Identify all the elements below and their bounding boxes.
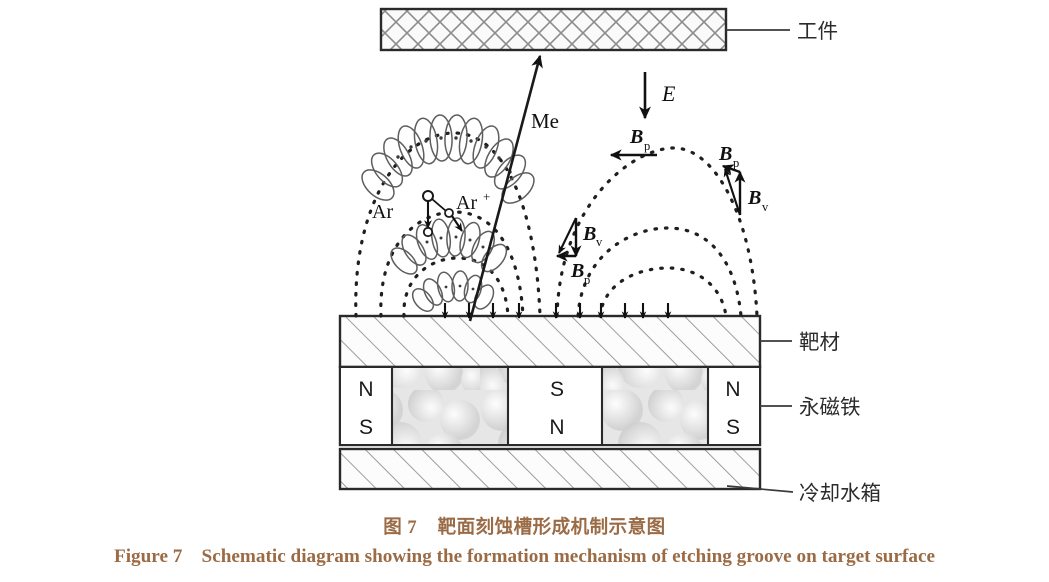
vector-bp-right-symbol: B (718, 143, 732, 165)
figure-caption: 图 7 靶面刻蚀槽形成机制示意图 Figure 7 Schematic diag… (0, 515, 1049, 570)
electron-helix-middle (390, 217, 508, 275)
callout-cooling: 冷却水箱 (726, 482, 881, 505)
argon-link-segment (431, 198, 447, 212)
vector-bv-left-subscript: v (596, 235, 603, 249)
vector-resultant-right-arrow (723, 168, 741, 216)
field-line-inner (598, 266, 728, 318)
workpiece-layer (379, 7, 728, 52)
field-line-left-middle (379, 210, 525, 318)
vector-bp-top: B p (609, 126, 657, 161)
electron-helix-inner (411, 270, 495, 312)
field-lines-left (354, 131, 542, 318)
target-slab (338, 314, 762, 369)
argon-ion-arrow (451, 215, 463, 232)
magnet-cell-texture-2 (602, 368, 708, 444)
magnet-pole-left-top: N (358, 378, 373, 401)
vector-bp-left-subscript: p (584, 273, 590, 287)
callout-target: 靶材 (760, 331, 840, 354)
magnet-pole-right-top: N (725, 378, 740, 401)
magnet-pole-center-top: S (550, 378, 564, 401)
electron-helix-outer (361, 114, 535, 204)
callout-workpiece: 工件 (726, 20, 838, 43)
electric-field-label: E (661, 81, 676, 106)
vector-cluster-left: B v B p (555, 217, 603, 287)
argon-neutral-endpoint (422, 226, 434, 238)
field-line-left-outer (354, 131, 542, 318)
argon-ion-particle (444, 208, 454, 218)
magnet-cell-pole-right (708, 368, 759, 444)
magnet-pole-right-bottom: S (726, 416, 740, 439)
figure-caption-chinese: 图 7 靶面刻蚀槽形成机制示意图 (383, 518, 666, 538)
argon-collision-group: Ar Ar + (372, 189, 490, 238)
vector-resultant-left-arrow (558, 217, 577, 254)
ion-bombardment-arrows (441, 303, 672, 319)
vector-bv-right-subscript: v (762, 200, 769, 214)
callout-leader-cooling (726, 485, 794, 493)
field-line-middle (576, 226, 743, 318)
argon-neutral-label: Ar (372, 201, 393, 223)
argon-neutral-particle (422, 190, 434, 202)
vector-bp-top-symbol: B (629, 126, 643, 148)
magnet-cell-texture-1 (392, 368, 508, 444)
workpiece-bar (379, 7, 728, 52)
magnet-pole-left-bottom: S (359, 416, 373, 439)
argon-ion-label: Ar (456, 192, 477, 214)
target-layer (338, 314, 762, 369)
vector-bp-right-subscript: p (733, 156, 739, 170)
vector-bp-right-arrow (721, 164, 741, 175)
vector-bp-top-subscript: p (644, 139, 650, 153)
field-lines-right (555, 146, 759, 318)
callout-magnet: 永磁铁 (760, 396, 861, 419)
callout-label-workpiece: 工件 (797, 20, 838, 43)
magnet-pole-center-bottom: N (549, 416, 564, 439)
electron-dots-middle (425, 235, 485, 249)
sputtered-atom-group: Me (468, 54, 559, 322)
sputtered-atom-arrow (468, 54, 543, 322)
cooling-layer (338, 447, 762, 491)
magnet-layer: N S S N N S (338, 365, 762, 447)
magnet-cell-pole-center (508, 368, 602, 444)
sputtered-atom-label: Me (531, 109, 559, 133)
electric-field-group: E (639, 72, 676, 120)
figure-caption-english: Figure 7 Schematic diagram showing the f… (113, 546, 936, 567)
electron-dots-inner (444, 284, 475, 291)
callout-label-target: 靶材 (799, 331, 840, 354)
vector-bv-left-symbol: B (582, 223, 596, 245)
callout-label-cooling: 冷却水箱 (799, 482, 881, 505)
magnet-cell-pole-left (341, 368, 392, 444)
cooling-tank-slab (338, 447, 762, 491)
argon-ion-superscript: + (483, 189, 490, 204)
vector-cluster-right: B p B v (718, 143, 769, 216)
vector-bv-right-symbol: B (747, 187, 761, 209)
callout-label-magnet: 永磁铁 (799, 396, 861, 419)
electron-helix-group (361, 114, 535, 312)
field-line-outer (555, 146, 759, 318)
vector-bp-left-symbol: B (570, 260, 584, 282)
